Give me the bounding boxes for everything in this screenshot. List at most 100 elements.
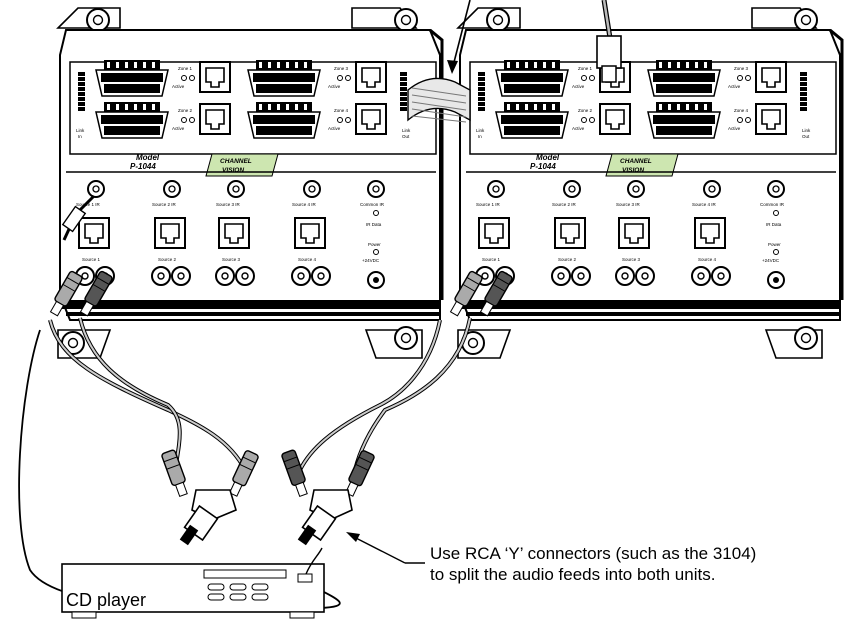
active-label: Active bbox=[328, 84, 341, 89]
audio-cables bbox=[18, 317, 472, 611]
rca-jack-right bbox=[171, 266, 191, 286]
power-label: Power bbox=[368, 242, 381, 247]
rca-jack-left bbox=[291, 266, 311, 286]
source-label: Source 4 bbox=[698, 257, 717, 262]
rca-y-connector-right bbox=[280, 448, 376, 546]
source-ir-label: Source 4 IR bbox=[292, 202, 317, 207]
zone-rj45-jack bbox=[355, 103, 387, 135]
active-label: Active bbox=[328, 126, 341, 131]
active-label: Active bbox=[728, 126, 741, 131]
zone-rj45-jack bbox=[199, 103, 231, 135]
brand-line-1: CHANNEL bbox=[620, 158, 652, 165]
source-ir-jack bbox=[563, 180, 581, 198]
common-ir-label: Common IR bbox=[360, 202, 385, 207]
source-ir-label: Source 2 IR bbox=[552, 202, 577, 207]
link-out-text: Out bbox=[402, 134, 410, 139]
common-ir-label: Common IR bbox=[760, 202, 785, 207]
zone-label: Zone 4 bbox=[334, 108, 349, 113]
ir-data-label: IR Data bbox=[766, 222, 782, 227]
brand-line-2: VISION bbox=[222, 167, 244, 174]
source-ir-jack bbox=[303, 180, 321, 198]
source-ir-jack bbox=[227, 180, 245, 198]
brand-line-2: VISION bbox=[622, 167, 644, 174]
power-voltage-label: +24VDC bbox=[762, 258, 780, 263]
source-ir-jack bbox=[627, 180, 645, 198]
link-in-text: In bbox=[78, 134, 82, 139]
rca-jack-left bbox=[615, 266, 635, 286]
rca-jack-right bbox=[711, 266, 731, 286]
cd-player-label: CD player bbox=[66, 590, 146, 610]
zone-db-connector bbox=[95, 69, 169, 97]
rca-y-connector-left bbox=[160, 448, 260, 546]
source-rj45-jack bbox=[154, 217, 186, 249]
zone-db-connector bbox=[647, 111, 721, 139]
source-ir-label: Source 4 IR bbox=[692, 202, 717, 207]
zone-rj45-jack bbox=[755, 61, 787, 93]
zone-label: Zone 3 bbox=[734, 66, 749, 71]
zone-rj45-jack bbox=[599, 103, 631, 135]
source-rj45-jack bbox=[218, 217, 250, 249]
rca-jack-left bbox=[551, 266, 571, 286]
source-label: Source 3 bbox=[622, 257, 641, 262]
source-ir-label: Source 3 IR bbox=[216, 202, 241, 207]
source-ir-label: Source 1 IR bbox=[76, 202, 101, 207]
mounting-hole bbox=[794, 8, 818, 32]
active-label: Active bbox=[572, 126, 585, 131]
rca-jack-right bbox=[235, 266, 255, 286]
callout: Use RCA ‘Y’ connectors (such as the 3104… bbox=[346, 532, 756, 584]
source-label: Source 3 bbox=[222, 257, 241, 262]
mounting-hole bbox=[394, 8, 418, 32]
source-rj45-jack bbox=[694, 217, 726, 249]
cd-player: CD player bbox=[61, 547, 325, 619]
source-label: Source 2 bbox=[158, 257, 177, 262]
source-ir-jack bbox=[163, 180, 181, 198]
mounting-hole bbox=[86, 8, 110, 32]
zone-label: Zone 2 bbox=[178, 108, 193, 113]
source-ir-jack bbox=[487, 180, 505, 198]
callout-line-1: Use RCA ‘Y’ connectors (such as the 3104… bbox=[430, 544, 756, 563]
zone-rj45-jack bbox=[755, 103, 787, 135]
ir-data-label: IR Data bbox=[366, 222, 382, 227]
active-label: Active bbox=[172, 84, 185, 89]
source-label: Source 4 bbox=[298, 257, 317, 262]
link-out-text: Link bbox=[802, 128, 811, 133]
zone-db-connector bbox=[247, 69, 321, 97]
source-label: Source 2 bbox=[558, 257, 577, 262]
zone-label: Zone 1 bbox=[178, 66, 193, 71]
zone-label: Zone 1 bbox=[578, 66, 593, 71]
mounting-hole bbox=[394, 326, 418, 350]
zone-db-connector bbox=[495, 69, 569, 97]
zone-db-connector bbox=[95, 111, 169, 139]
power-label: Power bbox=[768, 242, 781, 247]
model-label: Model bbox=[536, 153, 560, 162]
rca-jack-right bbox=[311, 266, 331, 286]
source-rj45-jack bbox=[478, 217, 510, 249]
overhead-pointer bbox=[447, 0, 471, 74]
rca-jack-left bbox=[151, 266, 171, 286]
source-rj45-jack bbox=[78, 217, 110, 249]
zone-db-connector bbox=[647, 69, 721, 97]
mounting-hole bbox=[486, 8, 510, 32]
link-out-text: Link bbox=[402, 128, 411, 133]
link-in-text: Link bbox=[76, 128, 85, 133]
brand-line-1: CHANNEL bbox=[220, 158, 252, 165]
zone-rj45-jack bbox=[355, 61, 387, 93]
zone-db-connector bbox=[495, 111, 569, 139]
power-voltage-label: +24VDC bbox=[362, 258, 380, 263]
rca-jack-right bbox=[571, 266, 591, 286]
source-rj45-jack bbox=[554, 217, 586, 249]
mounting-hole bbox=[794, 326, 818, 350]
rca-jack-left bbox=[691, 266, 711, 286]
zone-label: Zone 2 bbox=[578, 108, 593, 113]
zone-label: Zone 3 bbox=[334, 66, 349, 71]
source-ir-label: Source 3 IR bbox=[616, 202, 641, 207]
active-label: Active bbox=[172, 126, 185, 131]
model-label: Model bbox=[136, 153, 160, 162]
source-ir-label: Source 2 IR bbox=[152, 202, 177, 207]
